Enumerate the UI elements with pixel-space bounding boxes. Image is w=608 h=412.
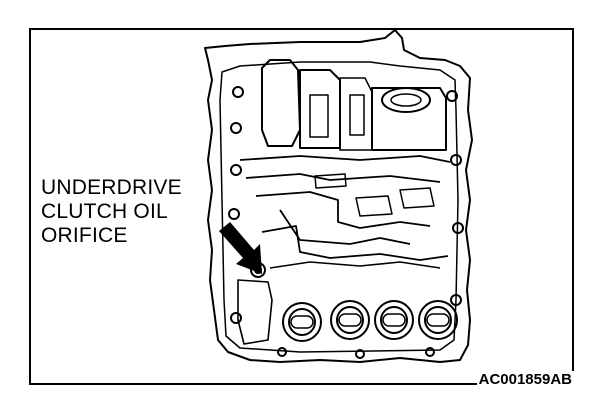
arrow-icon bbox=[219, 222, 262, 274]
callout-line-1: UNDERDRIVE bbox=[41, 176, 182, 199]
valve-body-outline bbox=[204, 29, 473, 363]
callout-line-2: CLUTCH OIL bbox=[41, 200, 168, 223]
clutch-valve-4 bbox=[418, 300, 458, 340]
clutch-valve-1 bbox=[282, 302, 322, 342]
figure-frame bbox=[29, 28, 574, 385]
clutch-valve-2 bbox=[330, 300, 370, 340]
callout-line-3: ORIFICE bbox=[41, 224, 128, 247]
accumulator-cap bbox=[381, 87, 431, 113]
solenoid-block bbox=[261, 59, 301, 147]
clutch-valve-3 bbox=[374, 300, 414, 340]
callout-label: UNDERDRIVE CLUTCH OIL ORIFICE bbox=[41, 176, 182, 248]
figure-code: AC001859AB bbox=[476, 371, 574, 388]
